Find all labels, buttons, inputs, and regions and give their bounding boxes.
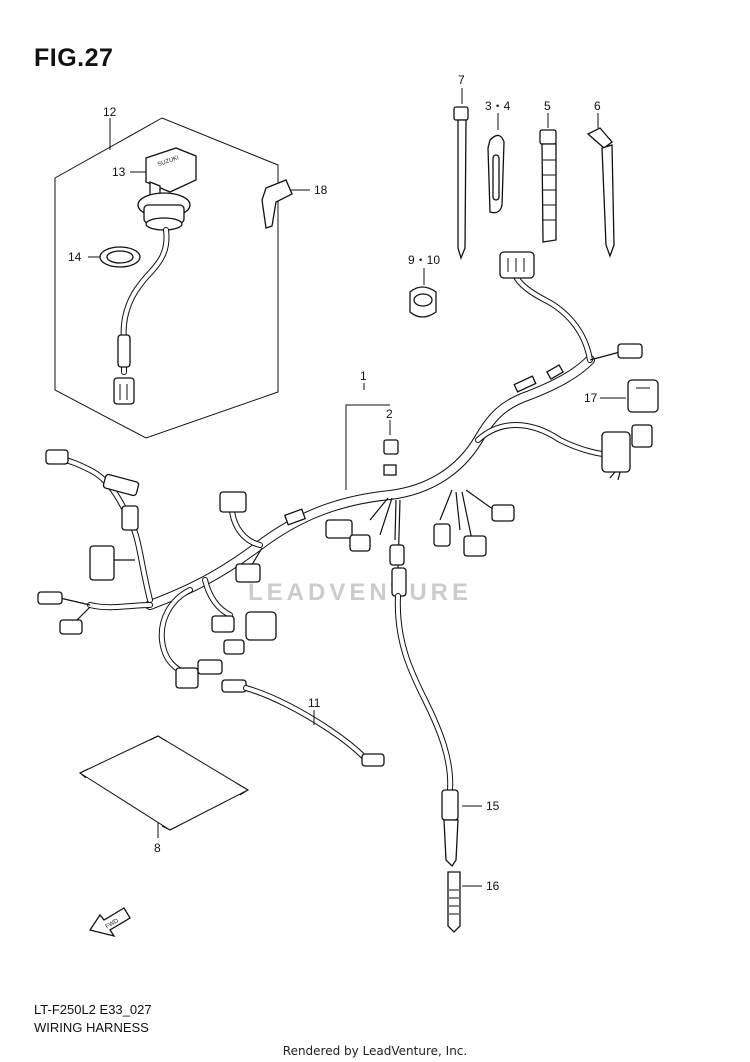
clamp-tie-6 [586, 127, 615, 258]
main-wiring-harness: 17 [37, 251, 659, 689]
section-title: WIRING HARNESS [34, 1020, 149, 1035]
rendered-by-credit: Rendered by LeadVenture, Inc. [282, 1044, 468, 1058]
callout-14: 14 [68, 250, 82, 264]
callout-12: 12 [103, 105, 117, 119]
plug-16 [447, 871, 461, 933]
sensor-lead-15 [391, 567, 459, 868]
callout-3-4: 3・4 [485, 99, 511, 113]
band-5 [539, 129, 557, 243]
callout-1: 1 [360, 369, 367, 383]
callout-11: 11 [308, 696, 321, 710]
lead-wire-11 [221, 679, 385, 767]
callout-16: 16 [486, 879, 500, 893]
cable-tie-7 [453, 106, 469, 260]
label-sheet-8 [78, 735, 250, 831]
callout-8: 8 [154, 841, 161, 855]
ignition-switch: SUZUKI [137, 147, 197, 231]
callout-9-10: 9・10 [408, 253, 440, 267]
callout-15: 15 [486, 799, 500, 813]
callout-17: 17 [584, 391, 598, 405]
ignition-key [261, 179, 293, 229]
callout-13: 13 [112, 165, 126, 179]
watermark: LEADVENTURE [248, 579, 472, 606]
callout-2: 2 [386, 407, 393, 421]
ring-nut [99, 246, 141, 268]
callout-18: 18 [314, 183, 328, 197]
clamp-3-4 [487, 134, 505, 214]
connector-17 [627, 379, 659, 413]
model-code: LT-F250L2 E33_027 [34, 1002, 152, 1017]
callout-6: 6 [594, 99, 601, 113]
clamp-9-10 [409, 286, 437, 318]
fwd-arrow-icon: FWD [88, 907, 131, 938]
callout-7: 7 [458, 73, 465, 87]
figure-title: FIG.27 [34, 44, 114, 72]
relay-part-2 [383, 439, 399, 455]
callout-5: 5 [544, 99, 551, 113]
ignition-switch-box [54, 117, 279, 439]
